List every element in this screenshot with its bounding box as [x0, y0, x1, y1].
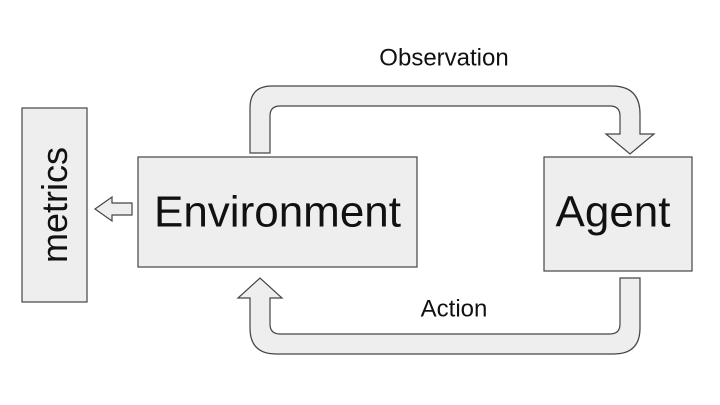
- observation-label: Observation: [379, 45, 508, 72]
- action-label: Action: [421, 296, 488, 323]
- observation-arrow: [249, 85, 656, 155]
- environment-label: Environment: [154, 188, 401, 237]
- metrics-arrow: [93, 195, 133, 223]
- action-arrow: [236, 277, 641, 355]
- metrics-box: [21, 107, 88, 303]
- agent-label: Agent: [556, 188, 671, 237]
- agent-box: [543, 156, 693, 272]
- environment-box: [137, 156, 418, 268]
- metrics-label: metrics: [34, 147, 75, 263]
